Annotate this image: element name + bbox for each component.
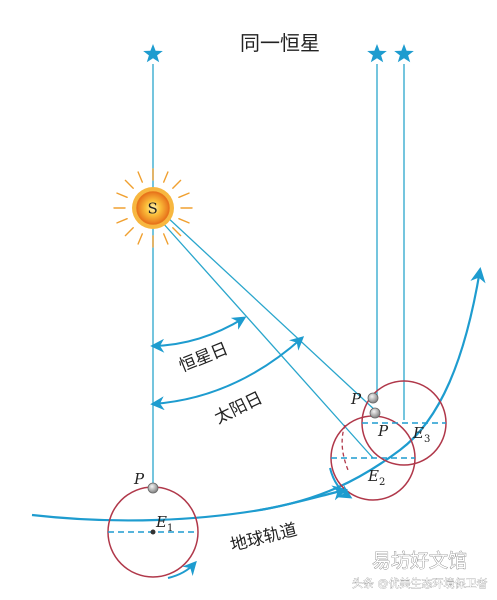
point-p-e3-marker bbox=[367, 392, 379, 404]
watermark-main: 易坊好文馆 bbox=[372, 550, 467, 572]
sun-line-to-e3 bbox=[165, 215, 378, 413]
star-icon-middle bbox=[367, 44, 387, 63]
earth-e3-letter: E bbox=[412, 424, 424, 442]
earth-e3-sub: 3 bbox=[424, 434, 430, 445]
earth-e3 bbox=[361, 380, 447, 466]
earth-orbit-label: 地球轨道 bbox=[228, 520, 299, 556]
earth-orbit-mid-arrow bbox=[259, 485, 348, 512]
earth-e2 bbox=[330, 415, 416, 501]
watermark-credit: 头条 @优美生态环境保卫者 bbox=[352, 576, 488, 590]
star-icon-right bbox=[394, 44, 414, 63]
star-icon-left bbox=[143, 44, 163, 63]
rotation-arrow-e2 bbox=[329, 467, 353, 499]
point-p-e2-label: P bbox=[377, 422, 389, 440]
earth-e1 bbox=[107, 486, 199, 578]
diagram-title: 同一恒星 bbox=[240, 31, 320, 55]
earth-e1-sub: 1 bbox=[167, 523, 173, 534]
solar-day-arc bbox=[150, 336, 305, 411]
earth-e2-letter: E bbox=[367, 467, 379, 485]
rotation-arrow-e1 bbox=[167, 560, 197, 579]
sun-label: S bbox=[148, 200, 158, 218]
sun-icon bbox=[113, 168, 193, 248]
solar-day-label: 太阳日 bbox=[211, 388, 266, 428]
point-p-e1-marker bbox=[147, 482, 159, 494]
sidereal-day-arc bbox=[150, 316, 247, 353]
point-p-e3-label: P bbox=[350, 390, 362, 408]
point-p-e2-marker bbox=[369, 407, 381, 419]
point-p-e1-label: P bbox=[133, 470, 145, 488]
sidereal-day-label: 恒星日 bbox=[176, 339, 231, 377]
earth-e1-letter: E bbox=[155, 513, 167, 531]
earth-e2-sub: 2 bbox=[379, 477, 385, 488]
